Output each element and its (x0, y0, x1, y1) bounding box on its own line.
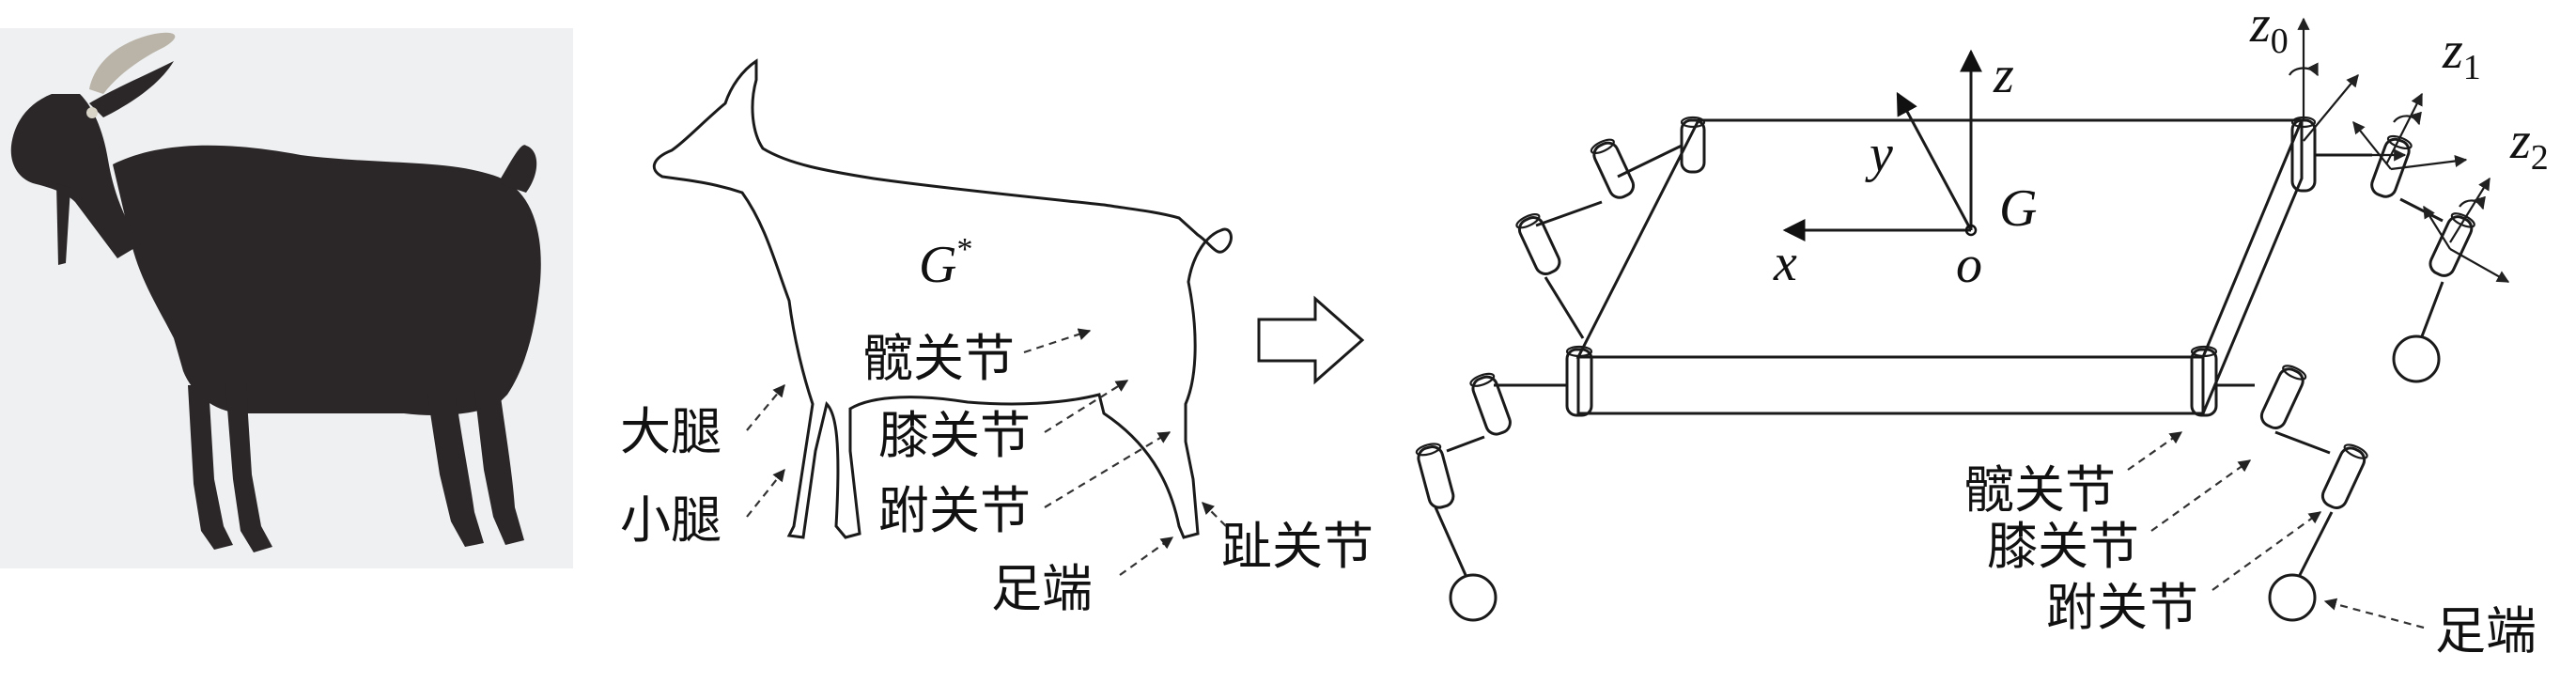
robot-label-knee-joint: 膝关节 (1987, 517, 2139, 576)
z0-rotation (2289, 62, 2319, 77)
leader-toe (1202, 502, 1227, 527)
z2-axis (2449, 177, 2491, 243)
transition-arrow (1257, 295, 1365, 385)
z2-label: z2 (2509, 112, 2549, 178)
leader-thigh (746, 383, 785, 431)
robot-leader-foot (2323, 598, 2425, 630)
y-axis (1896, 91, 1973, 231)
robot-leader-hip (2127, 431, 2183, 471)
goat-photo (0, 28, 573, 568)
origin-point (1964, 224, 1978, 237)
leader-shank (746, 468, 785, 518)
foot-back-right (2392, 334, 2441, 383)
z0-label: z0 (2249, 0, 2289, 61)
goat-silhouette (10, 61, 541, 552)
goat-horn (89, 32, 176, 94)
leg-back-right (2315, 134, 2475, 383)
robot-label-ankle-joint: 跗关节 (2046, 578, 2198, 637)
center-label: G (1999, 179, 2037, 238)
leg-front-right (2216, 365, 2368, 622)
hip-cylinder-front-left (1565, 345, 1593, 417)
body-center-label: G* (919, 232, 972, 294)
axis-x-label: x (1773, 234, 1797, 292)
label-thigh: 大腿 (620, 402, 722, 461)
body-coordinate-frame: z y x o G (1773, 46, 2037, 294)
axis-y-label: y (1865, 125, 1893, 183)
origin-label: o (1956, 236, 1982, 294)
hip-cylinders (1565, 116, 2317, 417)
label-toe-joint: 趾关节 (1221, 517, 1373, 576)
leg-front-left (1415, 372, 1567, 622)
label-foot-end: 足端 (991, 559, 1093, 618)
robot-label-foot-end: 足端 (2435, 601, 2537, 661)
leader-foot (1119, 536, 1174, 576)
goat-outline-diagram: G* 大腿 小腿 髋关节 膝关节 跗关节 趾关节 足端 (620, 58, 1373, 618)
z1-label: z1 (2442, 22, 2481, 87)
robot-leader-ankle (2211, 511, 2322, 591)
foot-front-right (2268, 573, 2317, 622)
z1-rotation (2393, 111, 2422, 126)
leader-ankle (1044, 431, 1172, 508)
robot-leader-knee (2150, 459, 2252, 532)
label-ankle-joint: 跗关节 (878, 481, 1031, 540)
hip-cylinder-front-right (2190, 345, 2218, 417)
leg-back-left (1515, 138, 1683, 339)
goat-eye (86, 107, 98, 118)
robot-model: z y x o G (1415, 0, 2549, 661)
hip-cylinder-back-right (2290, 116, 2317, 193)
z2-rotation (2459, 195, 2486, 210)
joint-axes: z0 z1 z2 (2249, 0, 2549, 283)
leader-knee (1044, 380, 1129, 433)
robot-label-hip-joint: 髋关节 (1963, 460, 2116, 520)
foot-front-left (1449, 573, 1497, 622)
label-hip-joint: 髋关节 (862, 329, 1015, 388)
leader-hip (1023, 328, 1092, 354)
label-shank: 小腿 (620, 490, 722, 550)
axis-z-label: z (1993, 46, 2014, 104)
goat-outline (652, 58, 1233, 539)
label-knee-joint: 膝关节 (878, 406, 1031, 465)
z1-axis (2385, 92, 2423, 165)
